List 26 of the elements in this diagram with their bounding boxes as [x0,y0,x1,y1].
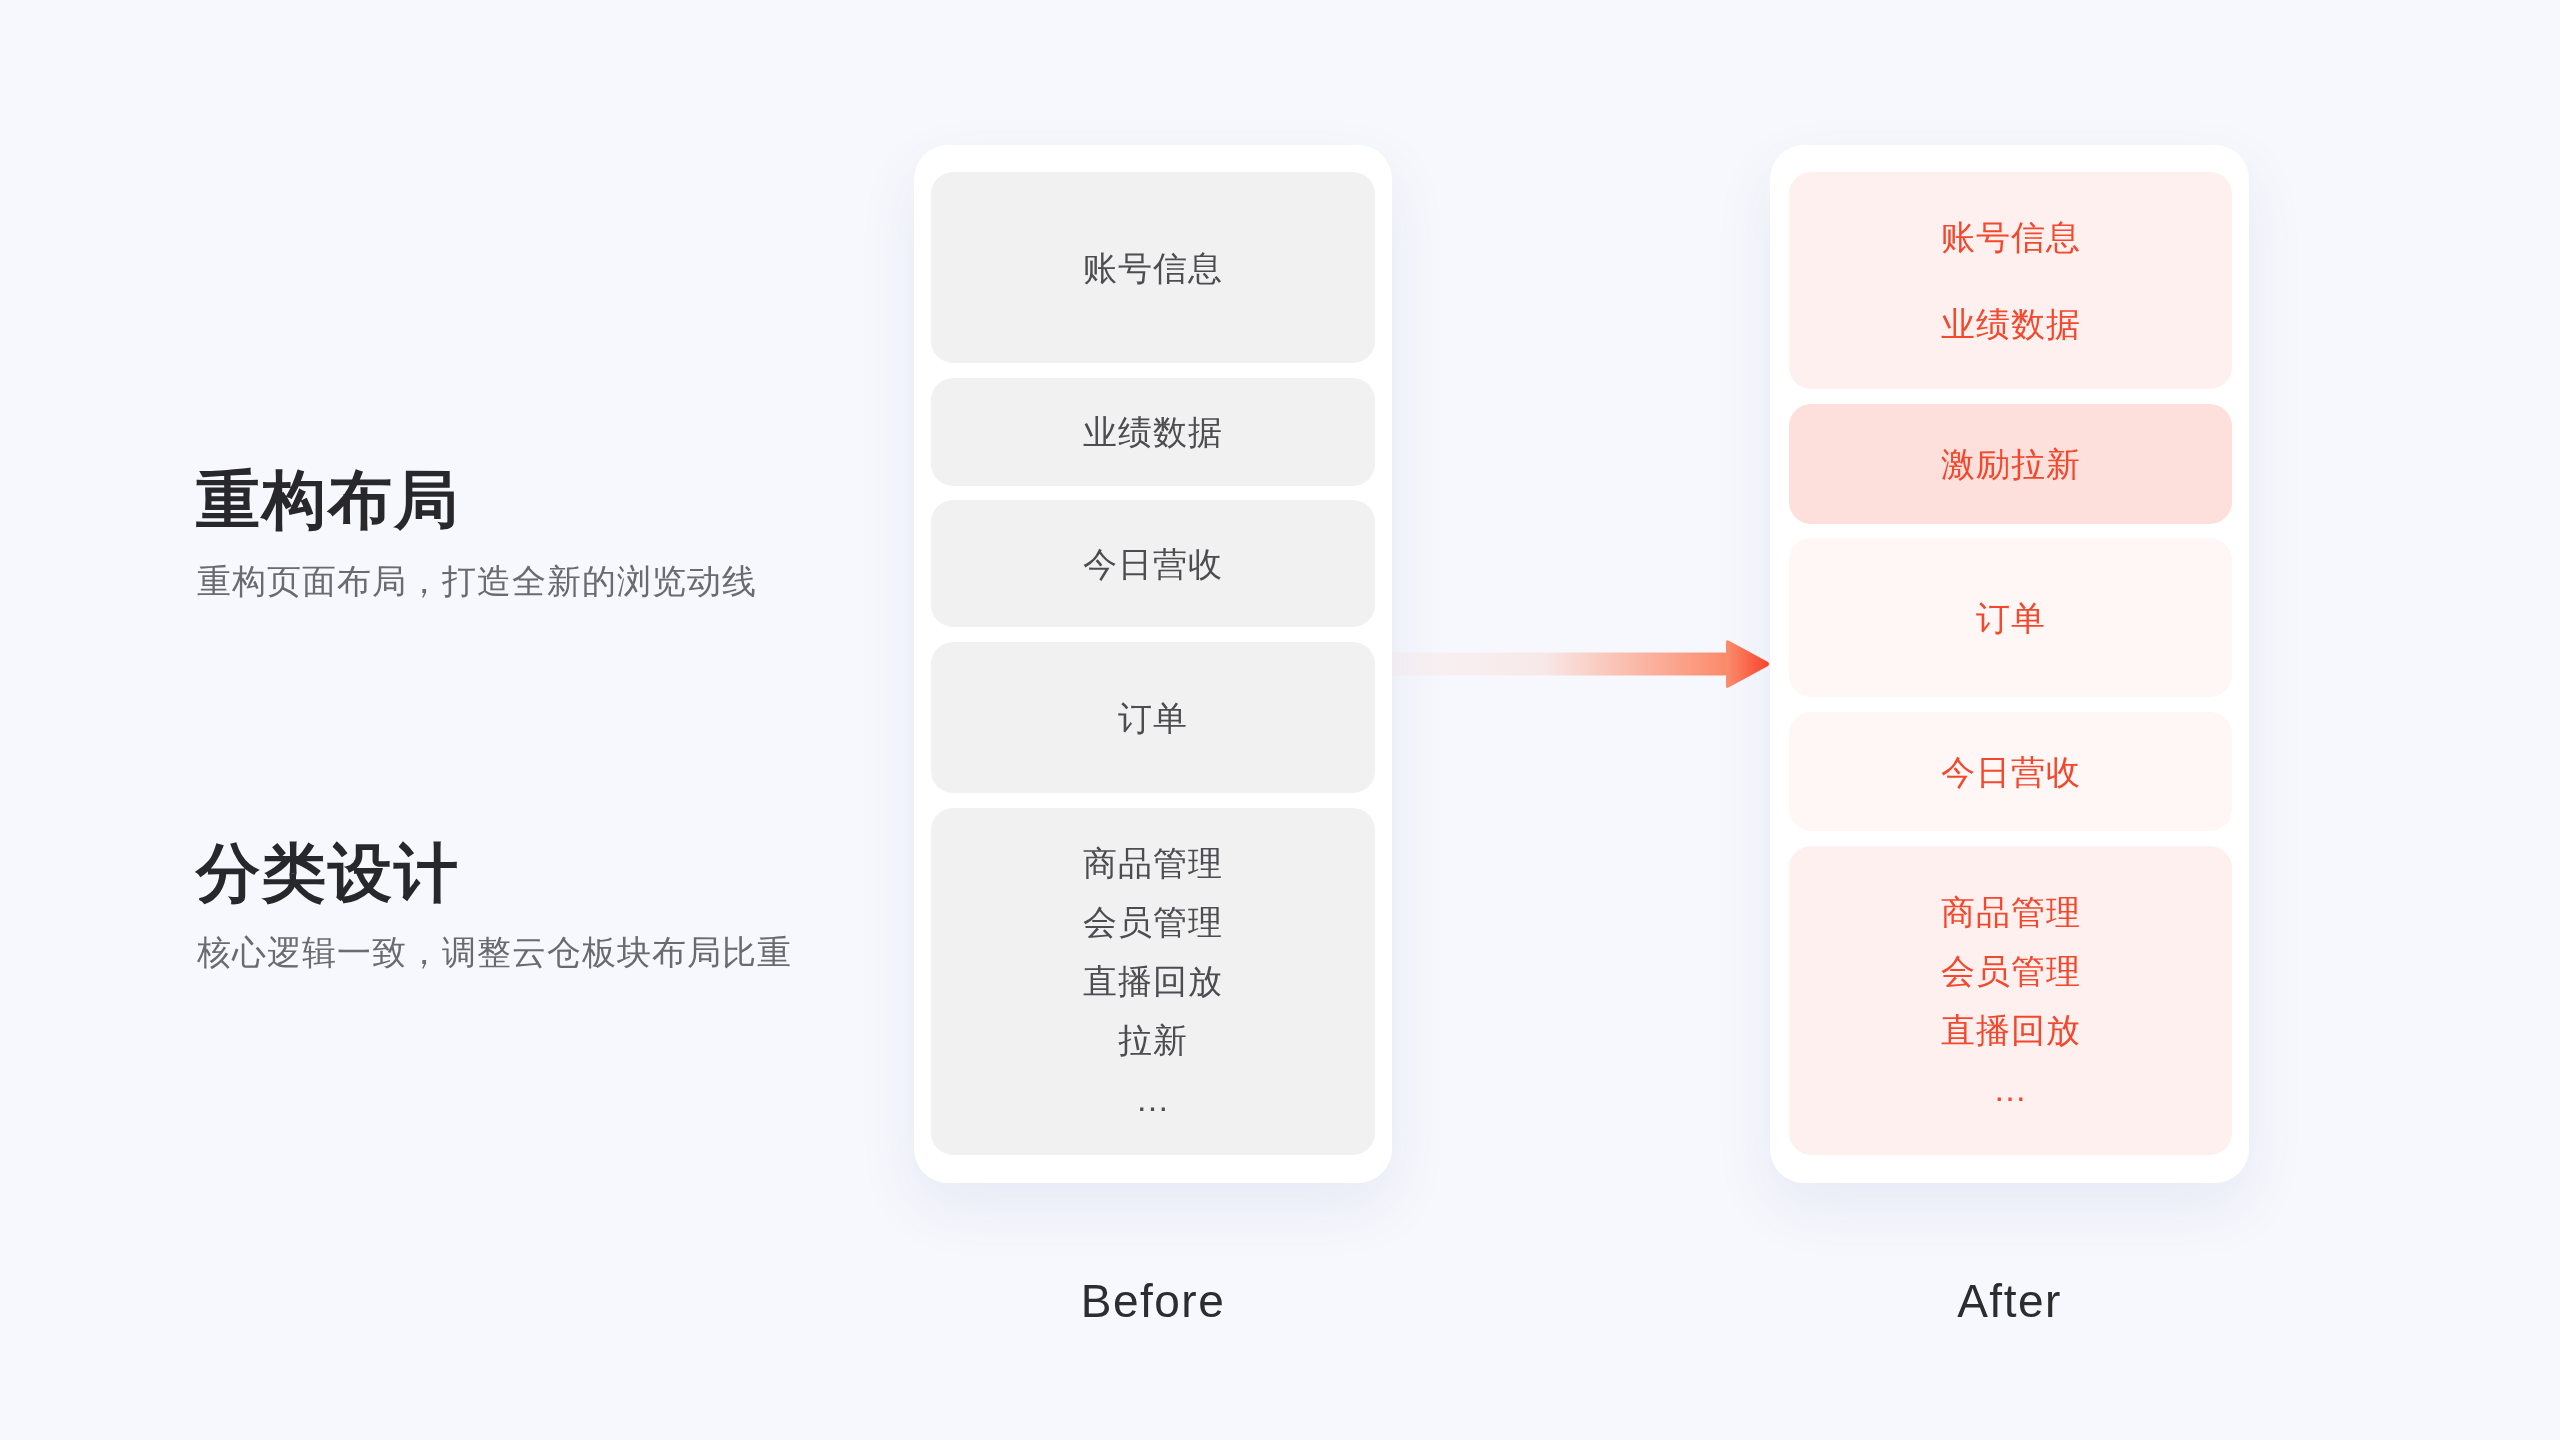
menu-item-text: … [1993,1068,2028,1110]
section-heading: 分类设计 [196,836,460,911]
module-card [1789,404,2232,524]
menu-item-text: 商品管理 [1083,843,1223,884]
module-title: 今日营收 [1083,543,1223,584]
module-title: 激励拉新 [1940,444,2081,484]
section-heading: 重构布局 [196,463,460,538]
phone-card [1770,145,2249,1183]
menu-item-text: 直播回放 [1940,1009,2081,1051]
menu-item-text: … [1135,1079,1171,1120]
module-title: 账号信息 [1083,247,1223,288]
caption-label: Before [1080,1274,1226,1328]
menu-item-text: 会员管理 [1083,902,1223,943]
module-title: 订单 [1975,597,2046,638]
module-title: 订单 [1118,697,1188,738]
module-title: 今日营收 [1940,751,2081,792]
menu-item-text: 直播回放 [1083,961,1223,1002]
menu-item-text: 会员管理 [1940,950,2081,992]
menu-item-text: 账号信息 [1940,217,2081,257]
menu-item-text: 业绩数据 [1940,304,2081,344]
section-description: 重构页面布局，打造全新的浏览动线 [197,561,757,601]
caption-label: After [1957,1274,2062,1328]
module-title: 业绩数据 [1083,412,1223,452]
menu-item-text: 商品管理 [1940,891,2081,933]
section-description: 核心逻辑一致，调整云仓板块布局比重 [197,932,792,972]
menu-item-text: 拉新 [1118,1020,1188,1061]
